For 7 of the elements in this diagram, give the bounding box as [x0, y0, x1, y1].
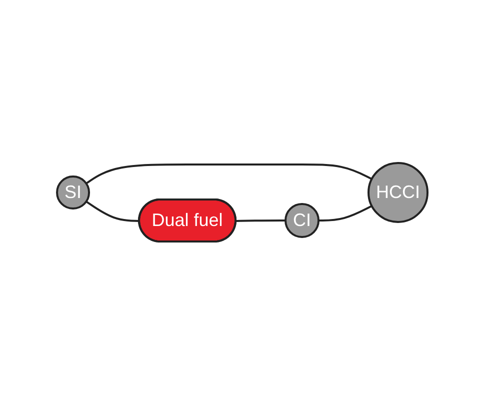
node-circle: HCCI [367, 162, 428, 223]
connector [318, 204, 372, 222]
connector [85, 163, 372, 184]
node-circle: SI [56, 175, 90, 210]
connector [85, 200, 140, 222]
node-circle: CI [284, 202, 320, 238]
connector [236, 219, 286, 222]
